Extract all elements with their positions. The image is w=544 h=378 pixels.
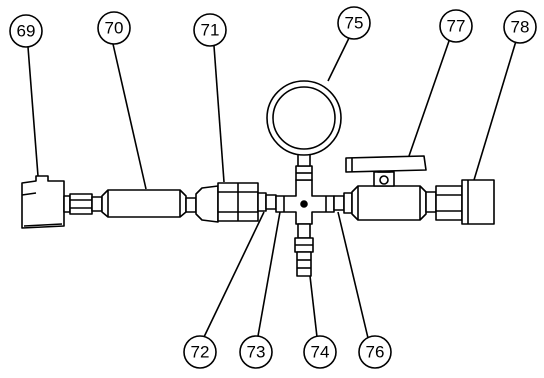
callout-74-circle	[303, 335, 337, 369]
callout-70-circle	[97, 11, 131, 45]
callout-78-label: 78	[511, 18, 530, 37]
callout-77-circle	[439, 9, 473, 43]
callout-75-circle	[337, 6, 371, 40]
callout-70-label: 70	[105, 19, 124, 38]
callout-72-circle	[183, 335, 217, 369]
callout-71-label: 71	[201, 21, 220, 40]
callout-69-label: 69	[17, 22, 36, 41]
callout-72-label: 72	[191, 343, 210, 362]
callout-76-circle	[358, 335, 392, 369]
part-71-coupling	[195, 182, 277, 223]
callout-74-label: 74	[311, 343, 330, 362]
callout-69-circle	[9, 14, 43, 48]
fitting-69-70	[63, 193, 103, 215]
callout-75-label: 75	[345, 14, 364, 33]
part-74-lower-fitting	[294, 223, 314, 277]
callout-71-circle	[193, 13, 227, 47]
part-75-gauge	[266, 80, 342, 181]
callout-73-circle	[239, 335, 273, 369]
part-76-fitting	[333, 192, 353, 214]
part-73-cross-fitting	[275, 179, 335, 225]
leader-lines	[27, 37, 517, 339]
part-77-valve	[345, 155, 427, 221]
part-78-end-block	[425, 179, 495, 225]
part-69-end-block	[21, 175, 65, 229]
callout-76-label: 76	[366, 343, 385, 362]
callout-78-circle	[503, 10, 537, 44]
callout-77-label: 77	[447, 17, 466, 36]
part-70-body	[101, 189, 197, 218]
callout-73-label: 73	[247, 343, 266, 362]
